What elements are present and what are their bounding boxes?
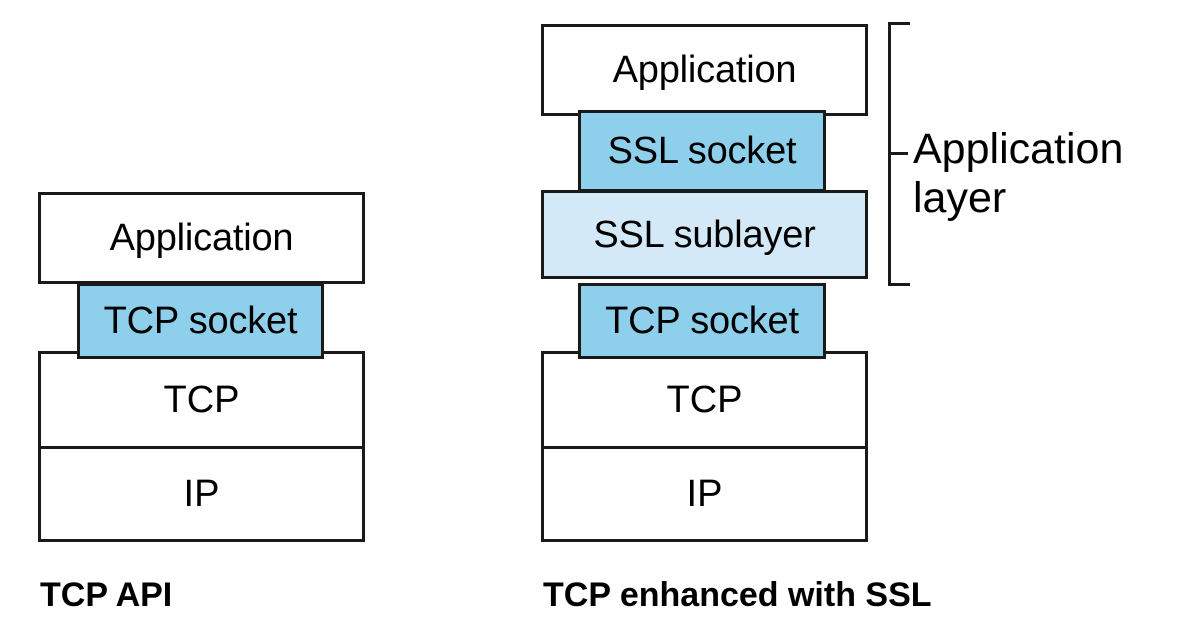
application-layer-label: Application layer <box>913 125 1124 222</box>
bracket-arm-bottom <box>888 283 910 286</box>
left-tcp-socket-label: TCP socket <box>103 300 298 342</box>
right-ssl-sublayer-label: SSL sublayer <box>593 213 816 256</box>
left-tcp-label: TCP <box>163 379 240 421</box>
left-application-box: Application <box>38 192 365 284</box>
right-ip-label: IP <box>686 473 723 515</box>
left-ip-box: IP <box>41 449 362 539</box>
right-application-label: Application <box>612 49 797 91</box>
right-application-box: Application <box>541 24 868 116</box>
application-layer-bracket <box>888 22 913 286</box>
right-ip-box: IP <box>544 449 865 539</box>
right-ssl-socket-box: SSL socket <box>578 110 826 192</box>
left-tcp-socket-box: TCP socket <box>77 283 324 359</box>
right-ssl-sublayer-box: SSL sublayer <box>541 190 868 279</box>
right-tcp-box: TCP <box>544 354 865 449</box>
right-tcp-socket-box: TCP socket <box>578 283 826 359</box>
right-transport-network-stack: TCP IP <box>541 351 868 542</box>
left-tcp-box: TCP <box>41 354 362 449</box>
bracket-arm-top <box>888 22 910 25</box>
right-ssl-socket-label: SSL socket <box>607 130 797 172</box>
left-ip-label: IP <box>183 473 220 515</box>
right-tcp-label: TCP <box>666 379 743 421</box>
bracket-tick <box>888 152 908 155</box>
left-transport-network-stack: TCP IP <box>38 351 365 542</box>
left-application-label: Application <box>109 217 294 259</box>
right-tcp-socket-label: TCP socket <box>605 300 799 342</box>
left-stack-caption: TCP API <box>40 576 173 614</box>
right-stack-caption: TCP enhanced with SSL <box>543 576 932 614</box>
